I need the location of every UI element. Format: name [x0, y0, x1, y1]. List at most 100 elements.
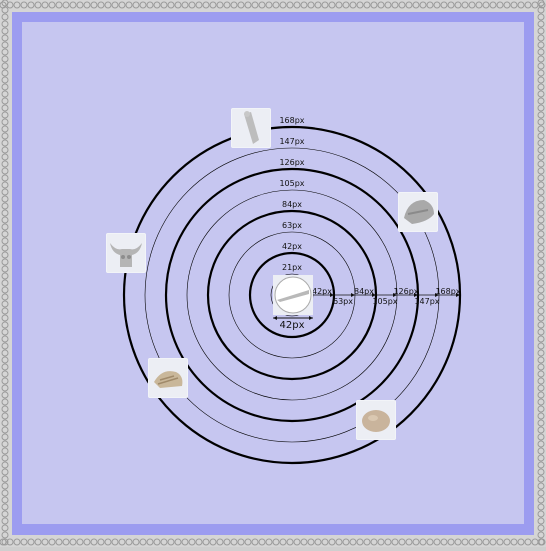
- frame-bead: [314, 538, 322, 546]
- frame-bead: [537, 314, 545, 322]
- frame-bead: [307, 538, 315, 546]
- ring-right-label: 63px: [333, 297, 353, 306]
- frame-bead: [433, 1, 441, 9]
- frame-bead: [537, 0, 545, 7]
- frame-bead: [537, 153, 545, 161]
- frame-bead: [537, 181, 545, 189]
- frame-bead: [1, 20, 9, 28]
- frame-bead: [537, 125, 545, 133]
- frame-bead: [111, 538, 119, 546]
- frame-bead: [468, 1, 476, 9]
- frame-bead: [1, 69, 9, 77]
- frame-bead: [363, 538, 371, 546]
- frame-bead: [258, 538, 266, 546]
- frame-bead: [440, 538, 448, 546]
- frame-bead: [230, 1, 238, 9]
- frame-bead: [384, 1, 392, 9]
- frame-bead: [279, 1, 287, 9]
- ring-right-label: 84px: [354, 287, 374, 296]
- frame-bead: [251, 538, 259, 546]
- frame-bead: [1, 503, 9, 511]
- frame-bead: [1, 426, 9, 434]
- frame-bead: [537, 90, 545, 98]
- frame-bead: [537, 510, 545, 518]
- frame-bead: [510, 538, 518, 546]
- frame-bead: [1, 230, 9, 238]
- frame-bead: [1, 300, 9, 308]
- frame-bead: [482, 538, 490, 546]
- ring-top-label: 84px: [282, 200, 302, 209]
- frame-bead: [537, 370, 545, 378]
- frame-bead: [496, 538, 504, 546]
- frame-bead: [335, 538, 343, 546]
- frame-bead: [48, 538, 56, 546]
- bone-icon: [244, 111, 259, 144]
- frame-bead: [132, 538, 140, 546]
- frame-bead: [90, 538, 98, 546]
- frame-bead: [237, 1, 245, 9]
- frame-bead: [209, 538, 217, 546]
- frame-bead: [1, 328, 9, 336]
- frame-bead: [83, 538, 91, 546]
- frame-bead: [433, 538, 441, 546]
- frame-bead: [0, 538, 7, 546]
- frame-bead: [1, 433, 9, 441]
- frame-bead: [461, 1, 469, 9]
- frame-bead: [537, 475, 545, 483]
- frame-bead: [531, 1, 539, 9]
- frame-bead: [537, 321, 545, 329]
- frame-bead: [1, 160, 9, 168]
- frame-bead: [83, 1, 91, 9]
- frame-bead: [1, 153, 9, 161]
- frame-bead: [1, 447, 9, 455]
- frame-bead: [1, 202, 9, 210]
- thumb-skull[interactable]: [106, 233, 146, 273]
- frame-bead: [202, 1, 210, 9]
- frame-bead: [496, 1, 504, 9]
- frame-bead: [1, 181, 9, 189]
- frame-bead: [349, 1, 357, 9]
- frame-bead: [537, 97, 545, 105]
- frame-bead: [1, 258, 9, 266]
- frame-bead: [1, 391, 9, 399]
- frame-bead: [132, 1, 140, 9]
- frame-bead: [1, 398, 9, 406]
- thumb-bone[interactable]: [231, 108, 271, 148]
- frame-bead: [1, 496, 9, 504]
- frame-bead: [537, 454, 545, 462]
- frame-bead: [34, 1, 42, 9]
- center-diameter-label: 42px: [280, 320, 305, 331]
- frame-bead: [356, 538, 364, 546]
- frame-bead: [1, 132, 9, 140]
- thumb-stone[interactable]: [356, 400, 396, 440]
- thumb-fossil[interactable]: [148, 358, 188, 398]
- frame-bead: [293, 1, 301, 9]
- frame-bead: [279, 538, 287, 546]
- frame-bead: [216, 1, 224, 9]
- blade-icon: [277, 290, 309, 302]
- frame-bead: [1, 335, 9, 343]
- ring-top-label: 105px: [279, 179, 304, 188]
- frame-bead: [181, 538, 189, 546]
- frame-bead: [1, 167, 9, 175]
- frame-bead: [537, 391, 545, 399]
- frame-bead: [356, 1, 364, 9]
- frame-bead: [537, 41, 545, 49]
- frame-bead: [223, 1, 231, 9]
- frame-bead: [1, 279, 9, 287]
- frame-bead: [384, 538, 392, 546]
- thumb-helmet[interactable]: [398, 192, 438, 232]
- frame-bead: [412, 1, 420, 9]
- frame-bead: [41, 538, 49, 546]
- frame-bead: [440, 1, 448, 9]
- radius-tick: [372, 293, 376, 297]
- frame-bead: [537, 279, 545, 287]
- center-piece[interactable]: 42px: [273, 275, 313, 331]
- diameter-arrows: [273, 316, 313, 320]
- frame-bead: [265, 538, 273, 546]
- frame-bead: [537, 111, 545, 119]
- frame-bead: [1, 97, 9, 105]
- frame-bead: [125, 538, 133, 546]
- frame-bead: [181, 1, 189, 9]
- frame-bead: [475, 1, 483, 9]
